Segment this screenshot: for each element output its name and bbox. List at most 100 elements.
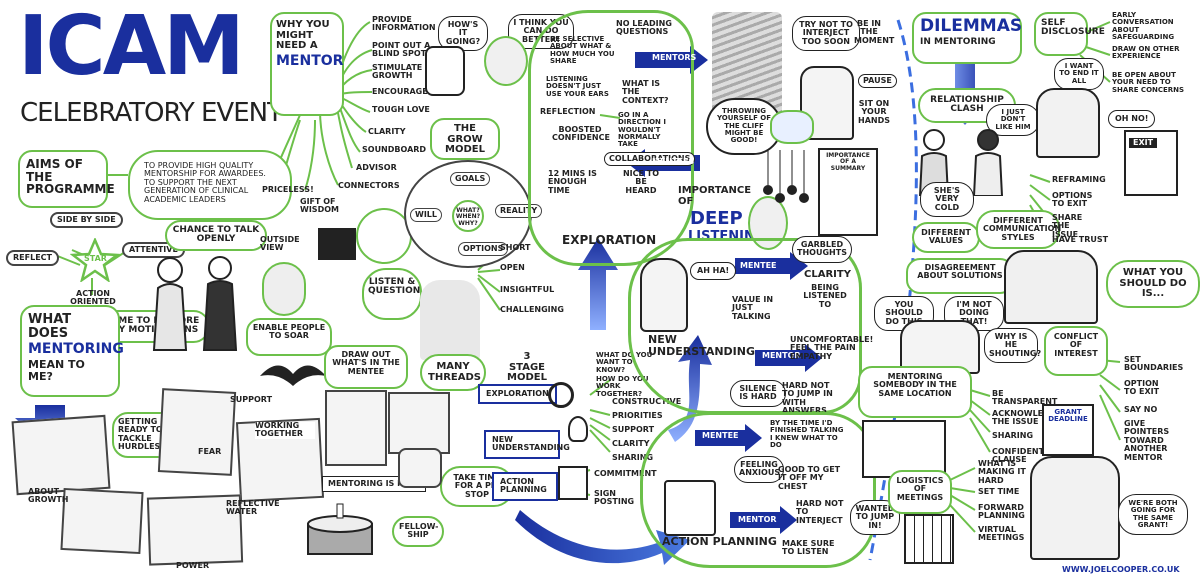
meaning-pic-growth bbox=[60, 487, 144, 555]
location-text: MENTORING SOMEBODY IN THE SAME LOCATION bbox=[873, 372, 957, 398]
deep-line1: IMPORTANCE OF bbox=[678, 185, 752, 207]
nu-aha: AH HA! bbox=[690, 262, 737, 281]
why-mentor-box: WHY YOU MIGHT NEED A MENTOR bbox=[270, 12, 344, 116]
exit-door: EXIT bbox=[1124, 130, 1178, 196]
logistics-time: SET TIME bbox=[978, 487, 1020, 496]
stage-sign-posting: SIGN POSTING bbox=[594, 489, 635, 507]
logistics-text: LOGISTICS OF MEETINGS bbox=[896, 476, 944, 502]
expl-nice: NICE TO BE HEARD bbox=[622, 169, 660, 195]
expl-mentees: MENTEES bbox=[652, 157, 695, 166]
ap-anxious: FEELING ANXIOUS bbox=[734, 456, 784, 483]
thinker-person bbox=[640, 258, 688, 332]
clipboard-illustration bbox=[664, 480, 716, 536]
what-does-line2: MENTORING bbox=[28, 341, 124, 358]
stage-new-understanding: NEW UNDERSTANDING bbox=[484, 430, 570, 459]
why-line3: NEED A bbox=[276, 40, 318, 51]
star-shape: STAR bbox=[70, 238, 120, 282]
why-item-encouragement: ENCOURAGEMENT bbox=[372, 87, 454, 96]
nu-hard-not: HARD NOT TO JUMP IN WITH ANSWERS bbox=[782, 381, 833, 416]
stage-q1: WHAT DO YOU WANT TO KNOW? bbox=[596, 351, 653, 374]
eagle-illustration bbox=[258, 356, 328, 400]
meaning-support: SUPPORT bbox=[230, 395, 273, 404]
why-item-provide: PROVIDE INFORMATION bbox=[372, 15, 436, 33]
expl-direction: GO IN A DIRECTION I WOULDN'T NORMALLY TA… bbox=[618, 111, 666, 149]
cliff-summary: IMPORTANCE OF A SUMMARY bbox=[826, 152, 870, 172]
what-does-line3: MEAN TO ME? bbox=[28, 357, 85, 383]
expl-listening: LISTENING DOESN'T JUST USE YOUR EARS bbox=[546, 75, 609, 98]
what-does-box: WHAT DOES MENTORING MEAN TO ME? bbox=[20, 305, 124, 397]
expl-mentors: MENTORS bbox=[652, 53, 697, 62]
why-item-outside-view: OUTSIDE VIEW bbox=[260, 235, 300, 253]
fellowship: FELLOW-SHIP bbox=[392, 516, 444, 547]
logistics-forward: FORWARD PLANNING bbox=[978, 503, 1025, 521]
what-you-should: WHAT YOU SHOULD DO IS... bbox=[1106, 260, 1200, 308]
summary-board: IMPORTANCE OF A SUMMARY bbox=[818, 148, 878, 236]
disagree-box: DISAGREEMENT ABOUT SOLUTIONS bbox=[906, 258, 1014, 294]
why-line1: WHY YOU bbox=[276, 19, 330, 30]
dilemmas-subtitle: IN MENTORING bbox=[920, 36, 996, 47]
nu-mentor: MENTOR bbox=[762, 351, 801, 360]
disclosure-people bbox=[1036, 88, 1100, 158]
draw-out-box: DRAW OUT WHAT'S IN THE MENTEE bbox=[324, 345, 408, 389]
conflict-exit: OPTION TO EXIT bbox=[1124, 379, 1160, 397]
nu-clarity: CLARITY bbox=[804, 269, 851, 280]
shouting: WHY IS HE SHOUTING? bbox=[984, 328, 1041, 364]
why-item-soundboard: SOUNDBOARD bbox=[362, 145, 427, 154]
listener-person bbox=[748, 196, 788, 250]
logistics-hard: WHAT IS MAKING IT HARD bbox=[978, 459, 1026, 485]
main-subtitle: CELEBRATORY EVENT bbox=[20, 98, 283, 128]
star-chance: CHANCE TO TALK OPENLY bbox=[165, 220, 267, 251]
self-disclosure-box: SELF DISCLOSURE bbox=[1034, 12, 1105, 56]
ap-make-sure: MAKE SURE TO LISTEN bbox=[782, 539, 835, 557]
aims-label: AIMS OF THE PROGRAMME bbox=[26, 157, 115, 197]
grant-deadline: GRANT DEADLINE bbox=[1048, 408, 1088, 424]
nu-mentee: MENTEE bbox=[740, 261, 777, 270]
nu-title: NEW UNDERSTANDING bbox=[648, 333, 756, 358]
why-item-tough-love: TOUGH LOVE bbox=[372, 105, 430, 114]
hospital-illustration bbox=[862, 420, 946, 478]
stage-action-planning: ACTION PLANNING bbox=[492, 472, 558, 501]
exploration-blob bbox=[528, 10, 694, 266]
enable-text: ENABLE PEOPLE TO SOAR bbox=[252, 323, 326, 341]
logistics-virtual: VIRTUAL MEETINGS bbox=[978, 525, 1025, 543]
cliff-throwing: THROWING YOURSELF OF THE CLIFF MIGHT BE … bbox=[706, 98, 782, 155]
footer-url[interactable]: WWW.JOELCOOPER.CO.UK bbox=[1062, 565, 1180, 574]
what-does-line1: WHAT DOES bbox=[28, 312, 72, 341]
conflict-text: CONFLICT OF INTEREST bbox=[1053, 332, 1099, 358]
cliff-moment: BE IN THE MOMENT bbox=[854, 19, 895, 45]
microphones-illustration bbox=[760, 150, 814, 210]
face-circle bbox=[484, 36, 528, 86]
star-action: ACTION ORIENTED bbox=[70, 289, 116, 307]
grant-board: GRANT DEADLINE bbox=[1042, 404, 1094, 456]
exit-sign: EXIT bbox=[1129, 138, 1158, 149]
ap-hard-not: HARD NOT TO INTERJECT bbox=[796, 499, 844, 525]
expl-context: WHAT IS THE CONTEXT? bbox=[622, 79, 669, 105]
conflict-say-no: SAY NO bbox=[1124, 405, 1158, 414]
car-pic bbox=[398, 448, 442, 488]
clash-people bbox=[912, 126, 1012, 196]
conflict-pointers: GIVE POINTERS TOWARD ANOTHER MENTOR bbox=[1124, 419, 1170, 462]
nu-value: VALUE IN JUST TALKING bbox=[732, 295, 774, 321]
swimmer-illustration bbox=[770, 110, 814, 144]
disagree-text: DISAGREEMENT ABOUT SOLUTIONS bbox=[917, 263, 1003, 281]
stage-priorities: PRIORITIES bbox=[612, 411, 663, 420]
expl-no-leading: NO LEADING QUESTIONS bbox=[616, 19, 672, 37]
listen-challenging: CHALLENGING bbox=[500, 305, 564, 314]
expl-reflection: REFLECTION bbox=[540, 107, 596, 116]
meaning-working-together: WORKING TOGETHER bbox=[255, 421, 315, 439]
draw-out-text: DRAW OUT WHAT'S IN THE MENTEE bbox=[332, 350, 400, 376]
listen-people bbox=[420, 280, 480, 360]
exit-trust: HAVE TRUST bbox=[1052, 235, 1109, 244]
star-center: STAR bbox=[84, 254, 107, 263]
grow-options: OPTIONS bbox=[458, 242, 509, 257]
nu-silence: SILENCE IS HARD bbox=[730, 380, 786, 407]
location-transparent: BE TRANSPARENT bbox=[992, 389, 1058, 407]
listen-open: OPEN bbox=[500, 263, 525, 272]
main-title: ICAM bbox=[18, 0, 245, 94]
stage-constructive: CONSTRUCTIVE bbox=[612, 397, 682, 406]
gift-box-icon bbox=[318, 228, 356, 260]
expl-collaborations: COLLABORATIONS bbox=[604, 152, 696, 167]
both-going: WE'RE BOTH GOING FOR THE SAME GRANT! bbox=[1118, 494, 1188, 536]
ap-mentor: MENTOR bbox=[738, 515, 777, 524]
people-illustration-left bbox=[140, 250, 250, 360]
